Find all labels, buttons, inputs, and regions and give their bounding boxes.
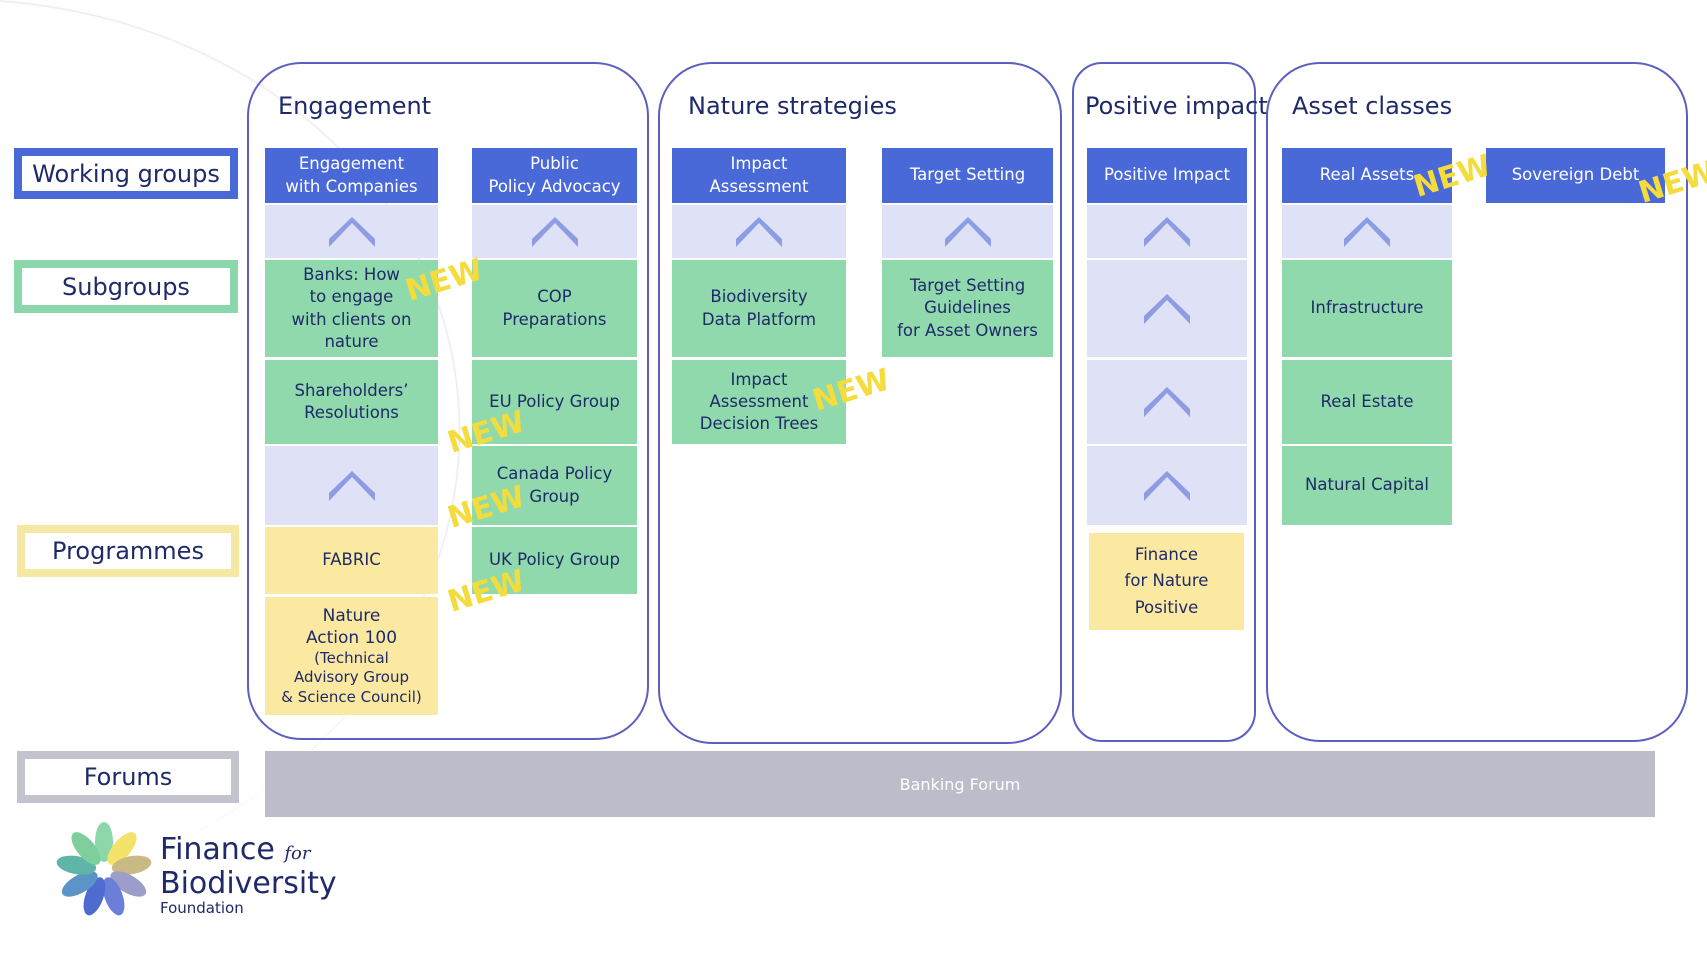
prog-nature-action-100-subtitle: (Technical Advisory Group & Science Coun… (281, 648, 422, 706)
prog-nature-action-100-title: Nature Action 100 (305, 605, 398, 648)
connector (672, 205, 846, 258)
logo-wordmark: Finance for Biodiversity Foundation (160, 832, 337, 918)
connector (265, 446, 438, 525)
sg-cop-preparations[interactable]: COP Preparations (472, 260, 637, 357)
panel-positive-impact (1072, 62, 1256, 742)
logo-line-finance: Finance (160, 832, 275, 867)
panel-title-nature-strategies: Nature strategies (688, 92, 897, 120)
wg-positive-impact[interactable]: Positive Impact (1087, 148, 1247, 203)
logo-line-foundation: Foundation (160, 899, 244, 917)
chevron-up-icon (736, 216, 782, 247)
legend-programmes: Programmes (17, 525, 239, 577)
panel-nature-strategies (658, 62, 1062, 744)
legend-subgroups: Subgroups (14, 260, 238, 313)
sg-banks-engage-clients[interactable]: Banks: How to engage with clients on nat… (265, 260, 438, 357)
sg-biodiversity-data-platform[interactable]: Biodiversity Data Platform (672, 260, 846, 357)
legend-programmes-label: Programmes (52, 537, 204, 565)
sg-natural-capital[interactable]: Natural Capital (1282, 446, 1452, 525)
chevron-up-icon (1144, 387, 1190, 417)
chevron-up-icon (328, 216, 375, 247)
logo-line-biodiversity: Biodiversity (160, 866, 337, 901)
forum-banking[interactable]: Banking Forum (265, 751, 1655, 817)
wg-sovereign-debt[interactable]: Sovereign Debt (1486, 148, 1665, 203)
finance-for-biodiversity-logo-icon (56, 822, 152, 916)
legend-subgroups-label: Subgroups (62, 272, 190, 301)
legend-working-groups-label: Working groups (32, 159, 220, 188)
connector (882, 205, 1053, 258)
legend-working-groups: Working groups (14, 148, 238, 199)
sg-eu-policy-group[interactable]: EU Policy Group (472, 360, 637, 444)
prog-nature-action-100[interactable]: Nature Action 100 (Technical Advisory Gr… (265, 597, 438, 715)
panel-engagement (247, 62, 649, 740)
chevron-up-icon (531, 216, 578, 247)
sg-canada-policy-group[interactable]: Canada Policy Group (472, 446, 637, 525)
wg-public-policy-advocacy[interactable]: Public Policy Advocacy (472, 148, 637, 203)
chevron-up-icon (1144, 216, 1190, 247)
panel-title-engagement: Engagement (278, 92, 432, 120)
sg-uk-policy-group[interactable]: UK Policy Group (472, 527, 637, 594)
connector (1087, 205, 1247, 258)
legend-forums: Forums (17, 751, 239, 803)
sg-infrastructure[interactable]: Infrastructure (1282, 260, 1452, 357)
prog-finance-for-nature-positive[interactable]: Finance for Nature Positive (1089, 533, 1244, 630)
wg-target-setting[interactable]: Target Setting (882, 148, 1053, 203)
sg-real-estate[interactable]: Real Estate (1282, 360, 1452, 444)
wg-real-assets[interactable]: Real Assets (1282, 148, 1452, 203)
connector (1087, 260, 1247, 357)
chevron-up-icon (1144, 293, 1190, 324)
connector (1087, 360, 1247, 444)
prog-fabric[interactable]: FABRIC (265, 527, 438, 594)
panel-title-asset-classes: Asset classes (1292, 92, 1453, 120)
chevron-up-icon (944, 216, 991, 247)
sg-target-setting-guidelines[interactable]: Target Setting Guidelines for Asset Owne… (882, 260, 1053, 357)
panel-asset-classes (1266, 62, 1688, 742)
chevron-up-icon (1344, 216, 1390, 247)
chevron-up-icon (1144, 470, 1190, 501)
connector (265, 205, 438, 258)
logo-line-for: for (284, 843, 311, 864)
wg-engagement-with-companies[interactable]: Engagement with Companies (265, 148, 438, 203)
sg-impact-assessment-decision-trees[interactable]: Impact Assessment Decision Trees (672, 360, 846, 444)
sg-shareholders-resolutions[interactable]: Shareholders’ Resolutions (265, 360, 438, 444)
chevron-up-icon (328, 470, 375, 501)
panel-title-positive-impact: Positive impact (1085, 92, 1268, 120)
connector (1087, 446, 1247, 525)
legend-forums-label: Forums (83, 763, 173, 791)
connector (1282, 205, 1452, 258)
connector (472, 205, 637, 258)
forum-banking-label: Banking Forum (899, 774, 1021, 794)
wg-impact-assessment[interactable]: Impact Assessment (672, 148, 846, 203)
